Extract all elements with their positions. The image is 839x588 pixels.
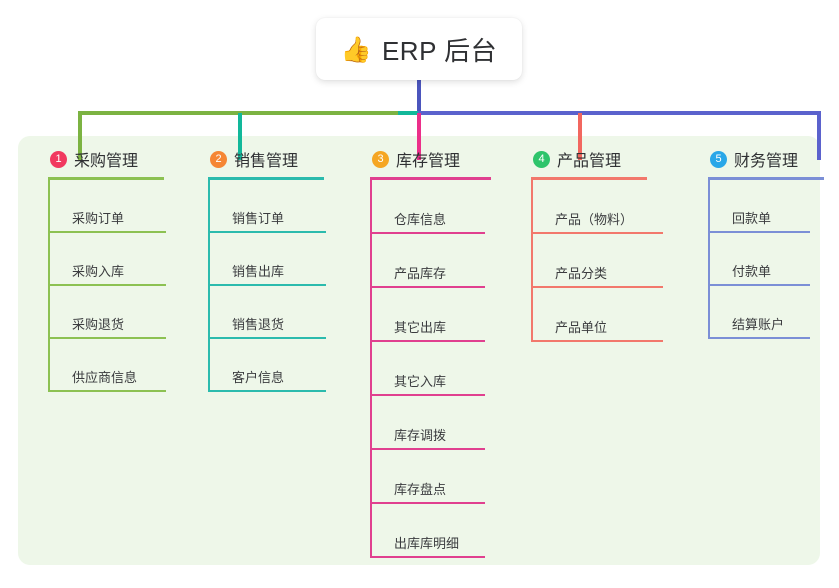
list-item-label: 回款单 — [732, 211, 772, 226]
column-title-1: 采购管理 — [74, 153, 139, 170]
list-item-label: 采购订单 — [72, 211, 125, 226]
trunk-connector — [417, 80, 421, 114]
column-title-3: 库存管理 — [396, 153, 461, 170]
list-item[interactable]: 产品（物料） — [531, 180, 663, 234]
column-header-rule-1 — [48, 177, 164, 180]
root-title-card[interactable]: 👍 ERP 后台 — [316, 18, 522, 80]
column-badge-3: 3 — [372, 150, 389, 168]
column-title-4: 产品管理 — [557, 153, 622, 170]
list-item-label: 库存调拨 — [394, 428, 447, 443]
list-item[interactable]: 库存调拨 — [370, 396, 485, 450]
list-item[interactable]: 销售出库 — [208, 233, 326, 286]
list-item[interactable]: 采购退货 — [48, 286, 166, 339]
list-item-label: 结算账户 — [732, 317, 785, 332]
page-title: ERP 后台 — [381, 35, 498, 66]
column-header-rule-4 — [531, 177, 647, 180]
column-4: 4 产品管理产品（物料） 产品分类产品单位 — [513, 146, 663, 342]
list-item-label: 销售出库 — [232, 264, 285, 279]
column-badge-5: 5 — [710, 150, 727, 168]
list-item[interactable]: 客户信息 — [208, 339, 326, 392]
column-items-2: 销售订单销售出库销售退货客户信息 — [190, 180, 326, 392]
list-item[interactable]: 回款单 — [708, 180, 810, 233]
column-items-5: 回款单付款单结算账户 — [690, 180, 824, 339]
list-item[interactable]: 其它入库 — [370, 342, 485, 396]
drop-connector-4 — [578, 113, 582, 160]
list-item[interactable]: 供应商信息 — [48, 339, 166, 392]
column-3: 3 库存管理仓库信息产品库存其它出库其它入库库存调拨库存盘点出库库明细 — [352, 146, 491, 558]
list-item-label: 库存盘点 — [394, 482, 447, 497]
column-header-4[interactable]: 4 产品管理 — [513, 146, 663, 172]
list-item-label: 出库库明细 — [394, 536, 460, 551]
list-item-label: 供应商信息 — [72, 370, 138, 385]
column-header-rule-2 — [208, 177, 324, 180]
column-1: 1 采购管理采购订单采购入库采购退货供应商信息 — [30, 146, 166, 392]
list-item-label: 产品库存 — [394, 266, 447, 281]
column-header-5[interactable]: 5 财务管理 — [690, 146, 824, 172]
column-badge-2: 2 — [210, 150, 227, 168]
list-item[interactable]: 产品单位 — [531, 288, 663, 342]
list-item-label: 产品（物料） — [555, 212, 634, 227]
list-item-label: 仓库信息 — [394, 212, 447, 227]
list-item[interactable]: 产品分类 — [531, 234, 663, 288]
column-items-3: 仓库信息产品库存其它出库其它入库库存调拨库存盘点出库库明细 — [352, 180, 491, 558]
list-item[interactable]: 采购入库 — [48, 233, 166, 286]
column-header-1[interactable]: 1 采购管理 — [30, 146, 166, 172]
column-header-2[interactable]: 2 销售管理 — [190, 146, 326, 172]
column-title-5: 财务管理 — [734, 153, 799, 170]
list-item-label: 采购入库 — [72, 264, 125, 279]
thumbs-up-icon: 👍 — [340, 35, 372, 64]
list-item-label: 产品分类 — [555, 266, 608, 281]
list-item-label: 产品单位 — [555, 320, 608, 335]
list-item-label: 其它出库 — [394, 320, 447, 335]
bar-segment-teal — [398, 111, 422, 115]
column-items-1: 采购订单采购入库采购退货供应商信息 — [30, 180, 166, 392]
list-item[interactable]: 仓库信息 — [370, 180, 485, 234]
list-item[interactable]: 结算账户 — [708, 286, 810, 339]
list-item-label: 销售退货 — [232, 317, 285, 332]
list-item-label: 销售订单 — [232, 211, 285, 226]
column-header-3[interactable]: 3 库存管理 — [352, 146, 491, 172]
list-item-label: 客户信息 — [232, 370, 285, 385]
list-item[interactable]: 出库库明细 — [370, 504, 485, 558]
drop-connector-5 — [817, 113, 821, 160]
list-item-label: 付款单 — [732, 264, 772, 279]
list-item[interactable]: 其它出库 — [370, 288, 485, 342]
drop-connector-1 — [78, 113, 82, 160]
list-item[interactable]: 库存盘点 — [370, 450, 485, 504]
list-item[interactable]: 产品库存 — [370, 234, 485, 288]
column-items-4: 产品（物料） 产品分类产品单位 — [513, 180, 663, 342]
column-5: 5 财务管理回款单付款单结算账户 — [690, 146, 824, 339]
diagram-panel — [18, 136, 820, 565]
column-title-2: 销售管理 — [234, 153, 299, 170]
column-badge-4: 4 — [533, 150, 550, 168]
drop-connector-2 — [238, 113, 242, 160]
drop-connector-3 — [417, 113, 421, 160]
list-item[interactable]: 销售退货 — [208, 286, 326, 339]
column-header-rule-5 — [708, 177, 824, 180]
list-item[interactable]: 销售订单 — [208, 180, 326, 233]
list-item-label: 采购退货 — [72, 317, 125, 332]
column-header-rule-3 — [370, 177, 491, 180]
list-item[interactable]: 采购订单 — [48, 180, 166, 233]
list-item[interactable]: 付款单 — [708, 233, 810, 286]
column-badge-1: 1 — [50, 150, 67, 168]
list-item-label: 其它入库 — [394, 374, 447, 389]
column-2: 2 销售管理销售订单销售出库销售退货客户信息 — [190, 146, 326, 392]
bar-segment-blue — [418, 111, 821, 115]
